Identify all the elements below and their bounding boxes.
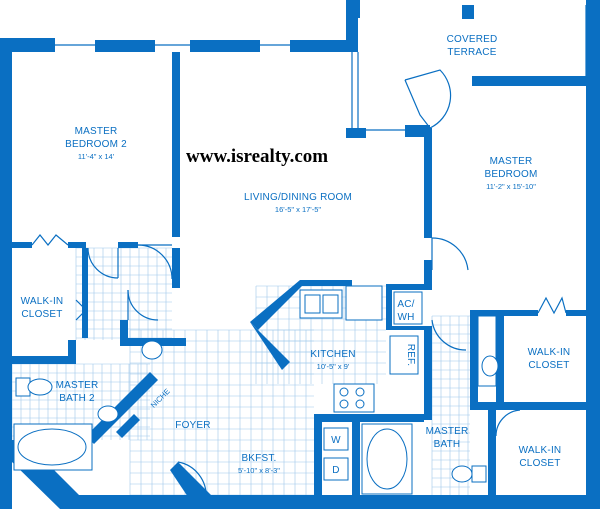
doors [31,69,567,499]
master-bath-2-label-1: MASTER [56,380,99,391]
interior-walls [12,52,600,509]
master-bedroom-2-label-1: MASTER [75,126,118,137]
master-bedroom-label-1: MASTER [490,156,533,167]
master-bedroom-label-2: BEDROOM [484,169,537,180]
covered-terrace-label-2: TERRACE [447,47,496,58]
walk-in-closet-right-lower-label-1: WALK-IN [519,445,562,456]
master-bath-label-2: BATH [434,439,461,450]
master-bath-2-label-2: BATH 2 [59,393,95,404]
watermark-text: www.isrealty.com [186,146,328,167]
foyer-label: FOYER [175,420,210,431]
ac-wh-label-1: AC/ [397,299,414,310]
kitchen-dims: 10'-5" x 9' [317,362,350,371]
ac-wh-label-2: WH [397,312,414,323]
dryer-label: D [332,465,339,476]
master-bedroom-2-label-2: BEDROOM 2 [65,139,127,150]
walk-in-closet-left-label-2: CLOSET [21,309,62,320]
room-labels: COVERED TERRACE MASTER BEDROOM 2 11'-4" … [21,34,571,475]
kitchen-label: KITCHEN [310,349,355,360]
covered-terrace-label-1: COVERED [447,34,498,45]
walk-in-closet-right-upper-label-2: CLOSET [528,360,569,371]
breakfast-label: BKFST. [241,453,276,464]
refrigerator-label: REF. [405,344,416,366]
living-dining-dims: 16'-5" x 17'-5" [275,205,321,214]
walk-in-closet-right-lower-label-2: CLOSET [519,458,560,469]
living-dining-label: LIVING/DINING ROOM [244,192,352,203]
fixtures [13,285,499,495]
walk-in-closet-left-label-1: WALK-IN [21,296,64,307]
breakfast-dims: 5'-10" x 8'-3" [238,466,280,475]
master-bedroom-2-dims: 11'-4" x 14' [78,152,115,161]
washer-label: W [331,435,341,446]
walk-in-closet-right-upper-label-1: WALK-IN [528,347,571,358]
master-bedroom-dims: 11'-2" x 15'-10" [486,182,536,191]
master-bath-label-1: MASTER [426,426,469,437]
